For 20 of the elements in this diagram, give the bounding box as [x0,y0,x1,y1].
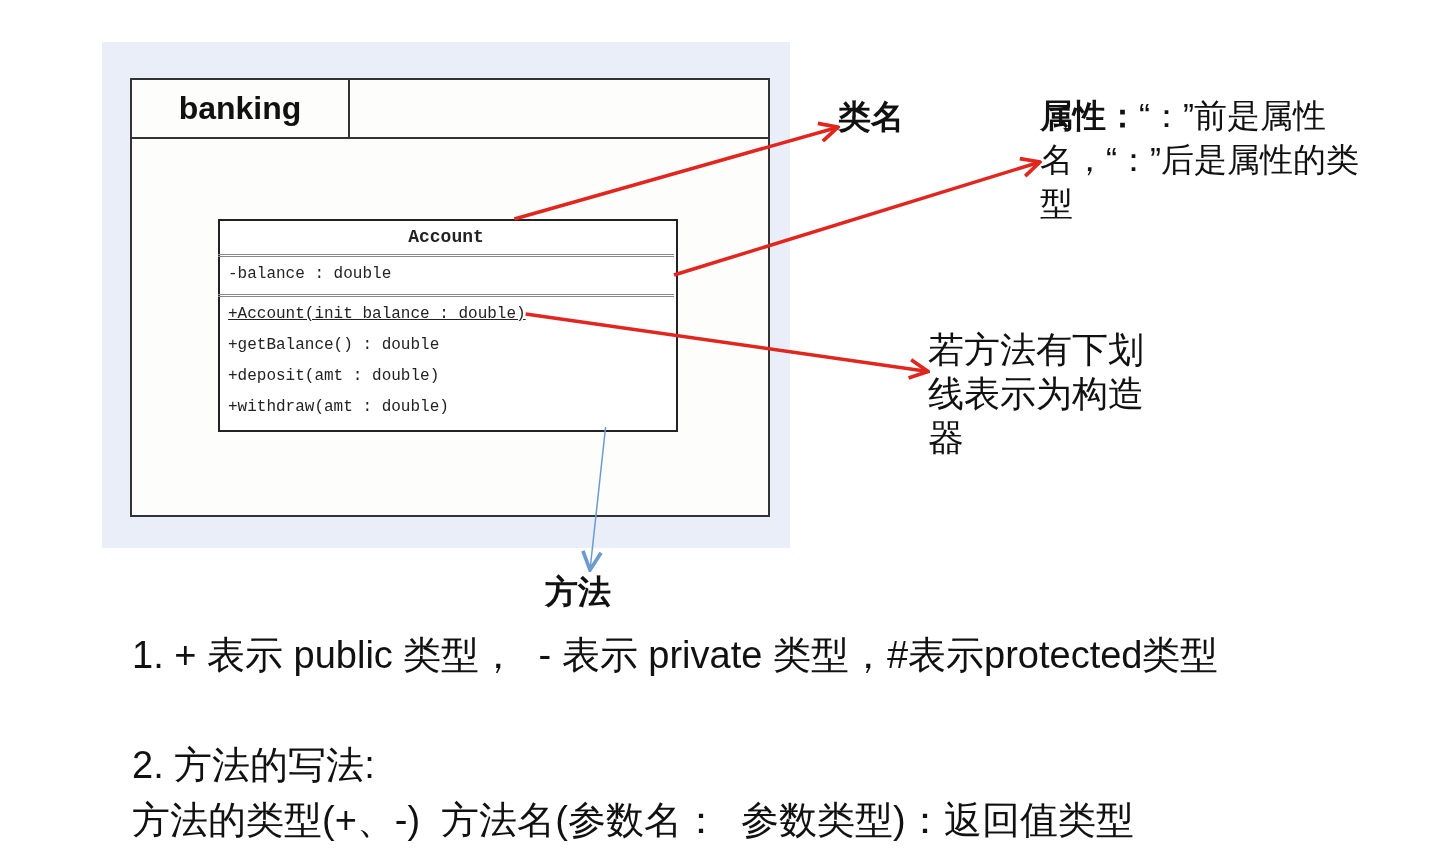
annotation-text: 方法 [545,572,612,612]
attribute-text: -balance : double [228,265,392,283]
arrow [581,426,607,572]
annotation-text: 若方法有下划线表示为构造器 [928,328,1145,460]
note-text: 1. + 表示 public 类型， - 表示 private 类型，#表示protected类型 [132,633,1219,678]
method-text: +Account(init_balance : double) [228,305,526,323]
arrow [525,312,930,380]
note-text: 2. 方法的写法: [132,743,375,788]
note-text: 方法的类型(+、-) 方法名(参数名： 参数类型)：返回值类型 [132,798,1134,843]
method-text: +withdraw(amt : double) [228,398,449,416]
package-name: banking [132,80,350,139]
class-name: Account [407,227,485,247]
annotation-text: 属性：“：”前是属性名，“：”后是属性的类型 [1040,96,1360,224]
method-text: +getBalance() : double [228,336,440,354]
class-box [218,219,678,432]
annotation-text: 类名 [838,97,905,137]
package-frame [130,78,770,517]
arrow [513,121,840,221]
arrow [673,156,1042,277]
method-text: +deposit(amt : double) [228,367,440,385]
